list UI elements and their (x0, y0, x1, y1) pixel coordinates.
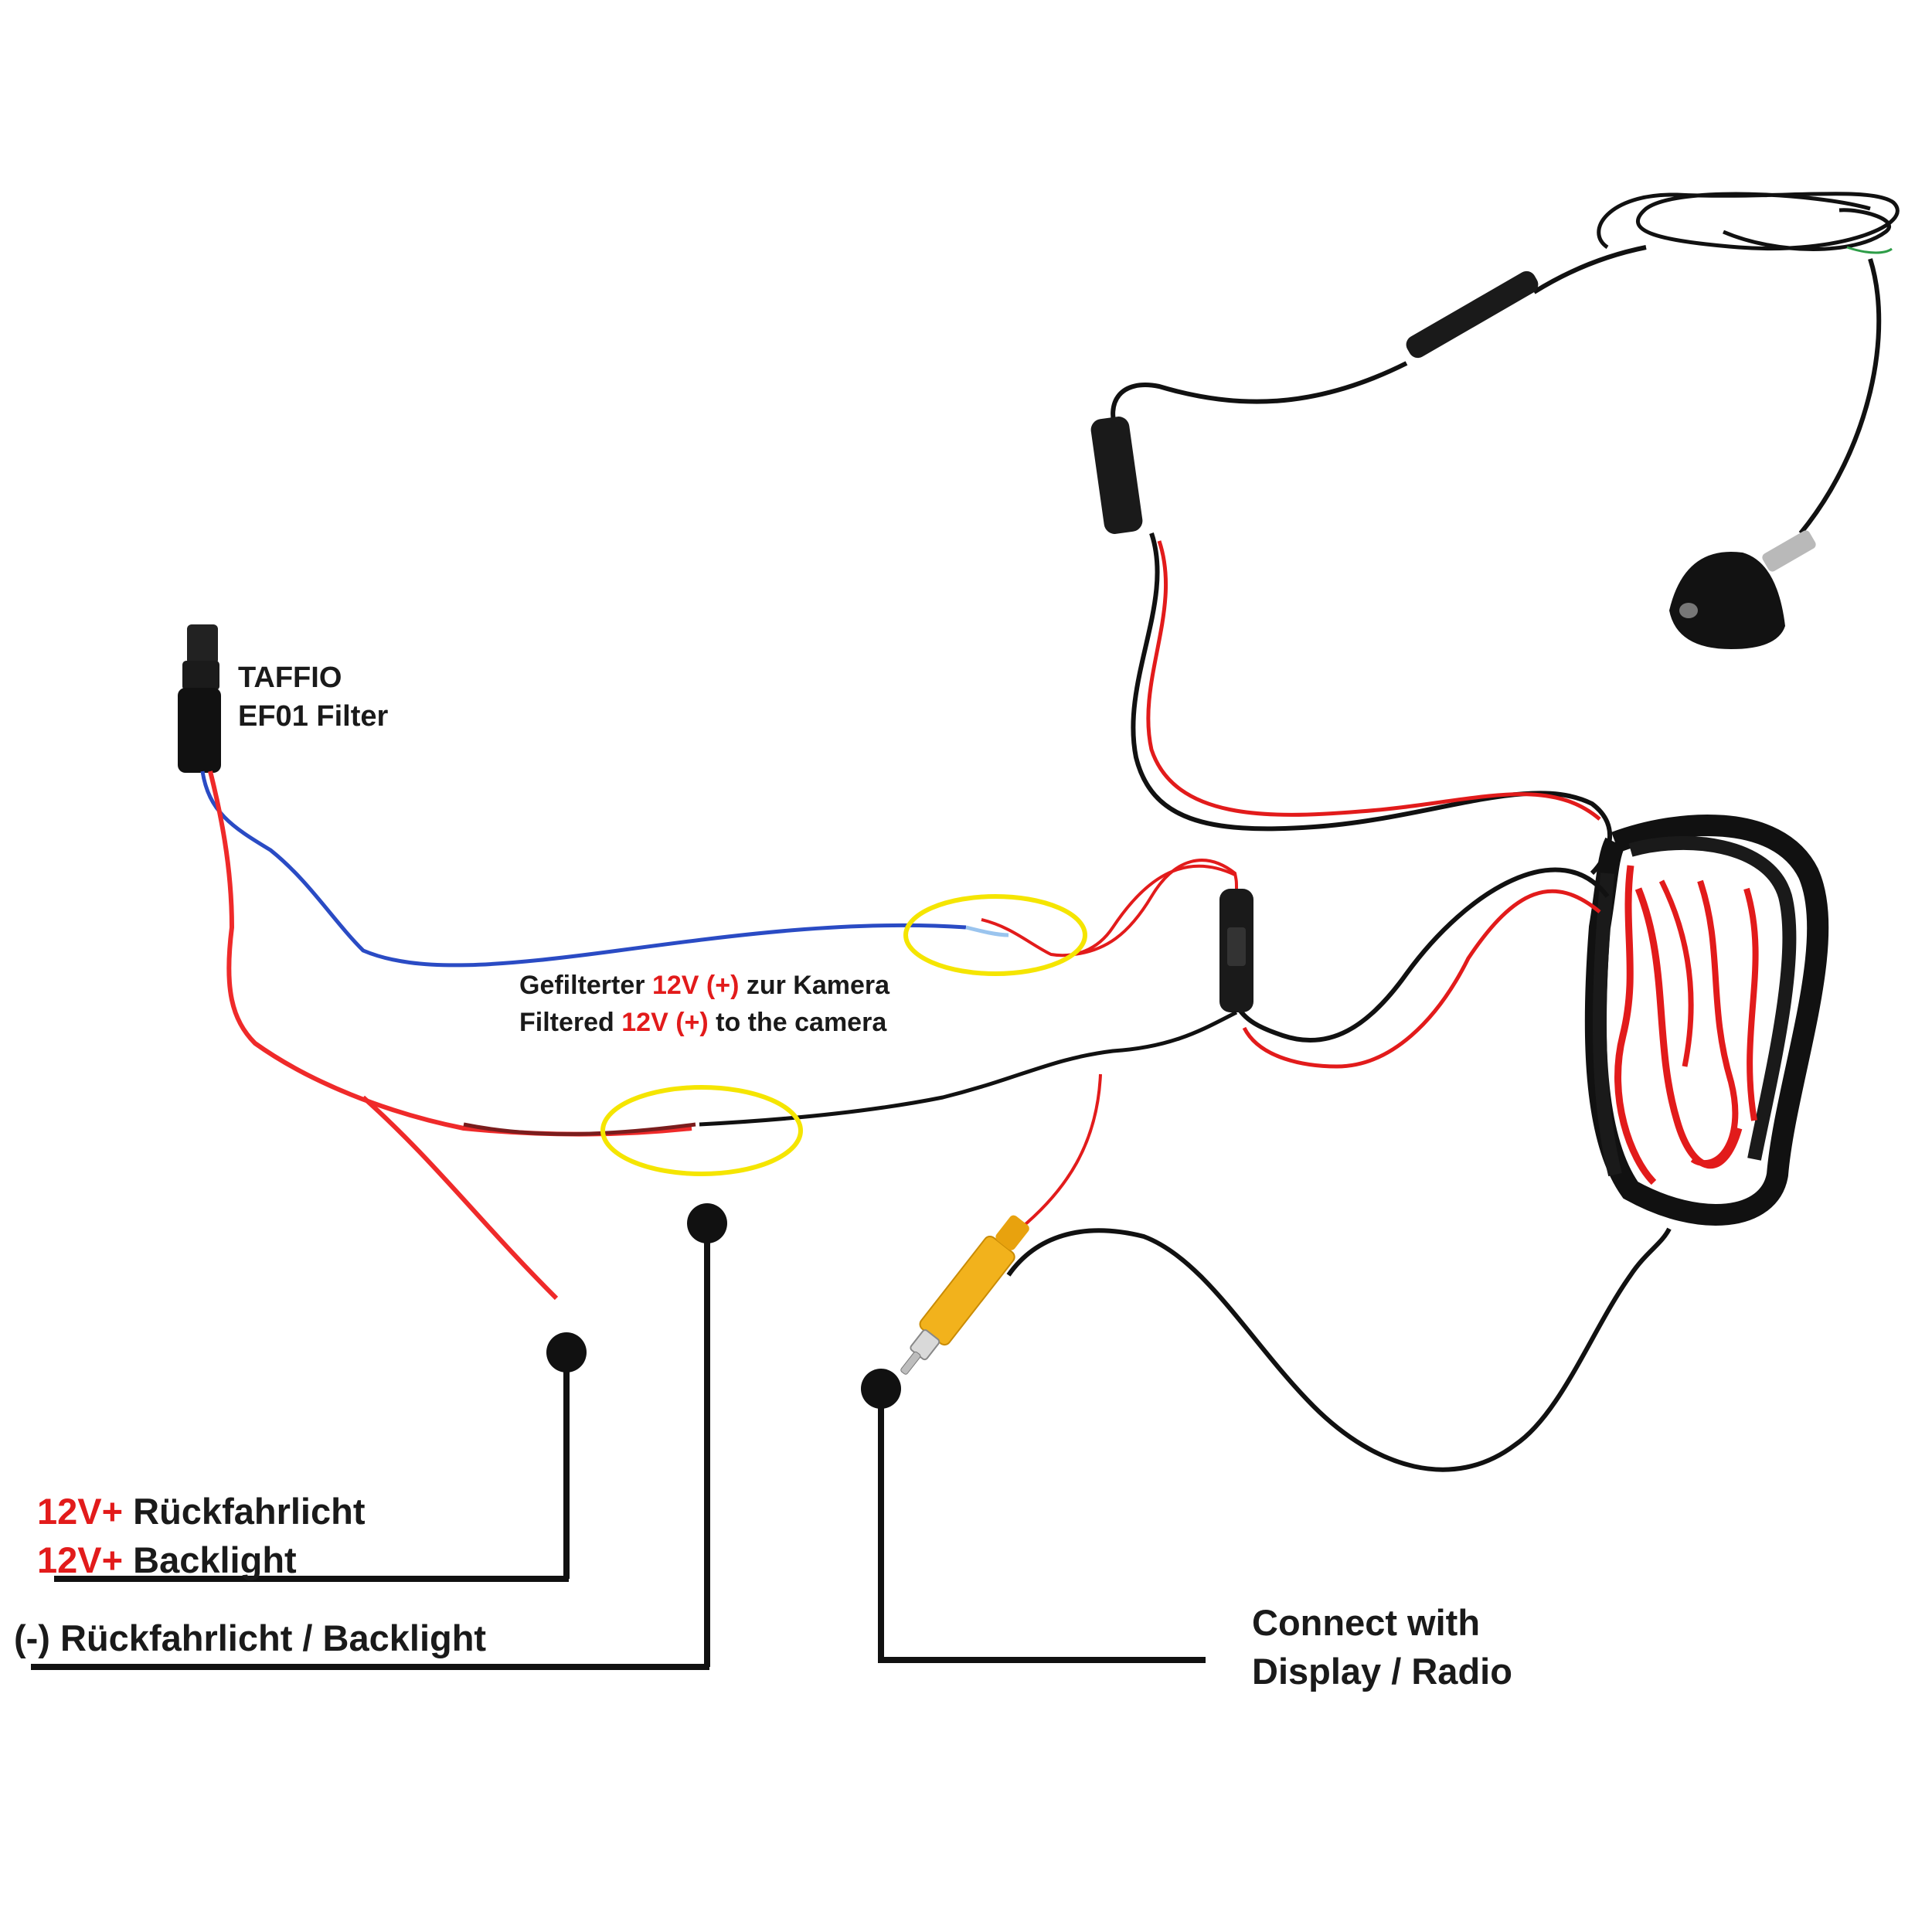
highlight-ring-filtered (903, 894, 1087, 976)
coil-black-to-fuse (1234, 867, 1610, 1043)
display-line-2: Display / Radio (1252, 1651, 1512, 1692)
backlight-de: 12V+ Rückfahrlicht (37, 1493, 365, 1529)
blue-wire (200, 770, 967, 968)
filtered-en-suffix: to the camera (708, 1008, 887, 1037)
fuse-lead-up (1073, 859, 1238, 956)
backlight-en-voltage: 12V+ (37, 1539, 124, 1580)
filtered-en-voltage: 12V (+) (621, 1008, 709, 1037)
filtered-power-de: Gefilterter 12V (+) zur Kamera (519, 972, 889, 998)
backlight-en-text: Backlight (123, 1539, 297, 1580)
main-cable-upper (1111, 361, 1408, 434)
callout-display (861, 1369, 1206, 1663)
filter-label: TAFFIO EF01 Filter (238, 663, 388, 740)
red-wire-branch (362, 1095, 559, 1301)
red-to-black-splice (463, 1122, 696, 1137)
callout-backlight (54, 1332, 587, 1582)
filtered-en-prefix: Filtered (519, 1008, 622, 1037)
camera-lead-wire (1532, 245, 1647, 294)
red-wire-twin (1146, 540, 1601, 821)
inline-fuse-upper (1090, 417, 1143, 534)
filter-brand: TAFFIO (238, 662, 342, 694)
inline-connector-upper (1406, 270, 1539, 359)
inline-fuse-holder (1219, 889, 1253, 1012)
blue-wire-strip (965, 925, 1009, 937)
filtered-power-label: Gefilterter 12V (+) zur Kamera Filtered … (519, 972, 889, 1046)
backlight-en: 12V+ Backlight (37, 1542, 365, 1578)
camera-body (1669, 530, 1816, 649)
filtered-de-voltage: 12V (+) (651, 971, 740, 1000)
ground-black-wire (699, 1010, 1238, 1127)
filter-module (178, 624, 221, 773)
display-line-1: Connect with (1252, 1602, 1481, 1643)
camera-cable-coil (1597, 192, 1900, 254)
main-cable-down (1131, 532, 1613, 876)
display-connect-label: Connect with Display / Radio (1252, 1604, 1512, 1702)
rca-black-cable (1006, 1227, 1672, 1472)
backlight-ground-label: (-) Rückfahrlicht / Backlight (14, 1617, 487, 1658)
filtered-red-lead (981, 864, 1236, 957)
filter-model: EF01 Filter (238, 700, 389, 733)
callout-ground (31, 1203, 727, 1670)
filtered-de-suffix: zur Kamera (739, 971, 890, 1000)
red-wire-input (208, 770, 692, 1137)
backlight-de-text: Rückfahrlicht (123, 1491, 366, 1532)
coil-red-to-fuse (1242, 889, 1601, 1069)
highlight-ring-ground (600, 1085, 803, 1176)
rca-plug (900, 1215, 1029, 1375)
filtered-power-en: Filtered 12V (+) to the camera (519, 1009, 889, 1036)
backlight-de-voltage: 12V+ (37, 1491, 124, 1532)
filtered-de-prefix: Gefilterter (519, 971, 652, 1000)
camera-mount-wire (1798, 258, 1882, 535)
coiled-cable-bundle (1584, 814, 1829, 1226)
backlight-positive-label: 12V+ Rückfahrlicht 12V+ Backlight (37, 1493, 365, 1590)
